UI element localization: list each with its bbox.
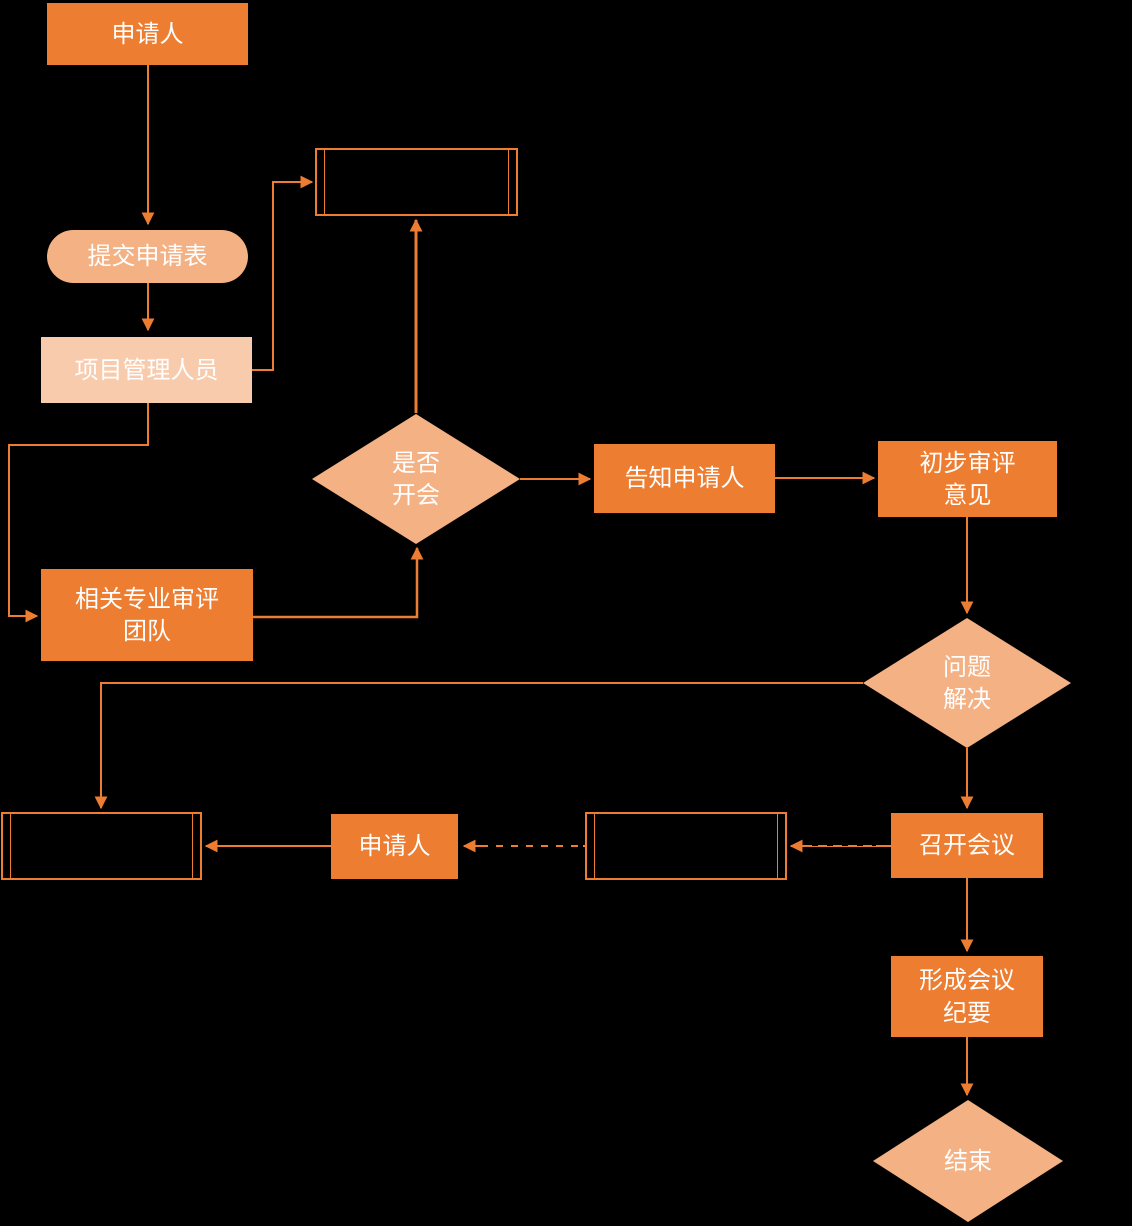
node-meeting-minutes: 形成会议 纪要 [891,956,1043,1037]
edge-team-to-decision [253,546,424,619]
node-project-managers: 项目管理人员 [41,337,252,403]
node-decision-problem-solved-label: 问题 解决 [943,652,991,713]
node-applicant-top-label: 申请人 [111,19,184,48]
node-applicant-bottom-label: 申请人 [358,832,431,861]
node-applicant-bottom: 申请人 [331,814,458,879]
node-project-managers-label: 项目管理人员 [74,355,219,384]
edge-managers-to-team [8,403,149,623]
node-preliminary-opinion: 初步审评 意见 [878,441,1057,517]
predefined-sidebars [324,150,509,214]
node-notify-applicant: 告知申请人 [594,444,775,513]
node-notify-applicant-label: 告知申请人 [624,464,745,493]
node-predefined-left [1,812,202,880]
node-preliminary-opinion-label: 初步审评 意见 [919,448,1016,509]
node-predefined-middle [585,812,787,880]
node-decision-meeting-label: 是否 开会 [392,448,440,509]
node-hold-meeting: 召开会议 [891,813,1043,878]
node-meeting-minutes-label: 形成会议 纪要 [919,966,1015,1027]
node-predefined-top [315,148,518,216]
node-review-team: 相关专业审评 团队 [41,569,253,661]
edge-problem-to-predefined-left [94,682,863,810]
node-submit-form-label: 提交申请表 [87,242,208,271]
predefined-sidebars [10,814,193,878]
predefined-sidebars [594,814,778,878]
edge-managers-to-predefined-top [252,175,314,371]
node-submit-form: 提交申请表 [47,230,248,283]
node-applicant-top: 申请人 [47,3,248,65]
node-review-team-label: 相关专业审评 团队 [75,584,219,645]
node-end-label: 结束 [944,1146,992,1175]
node-hold-meeting-label: 召开会议 [919,831,1015,860]
